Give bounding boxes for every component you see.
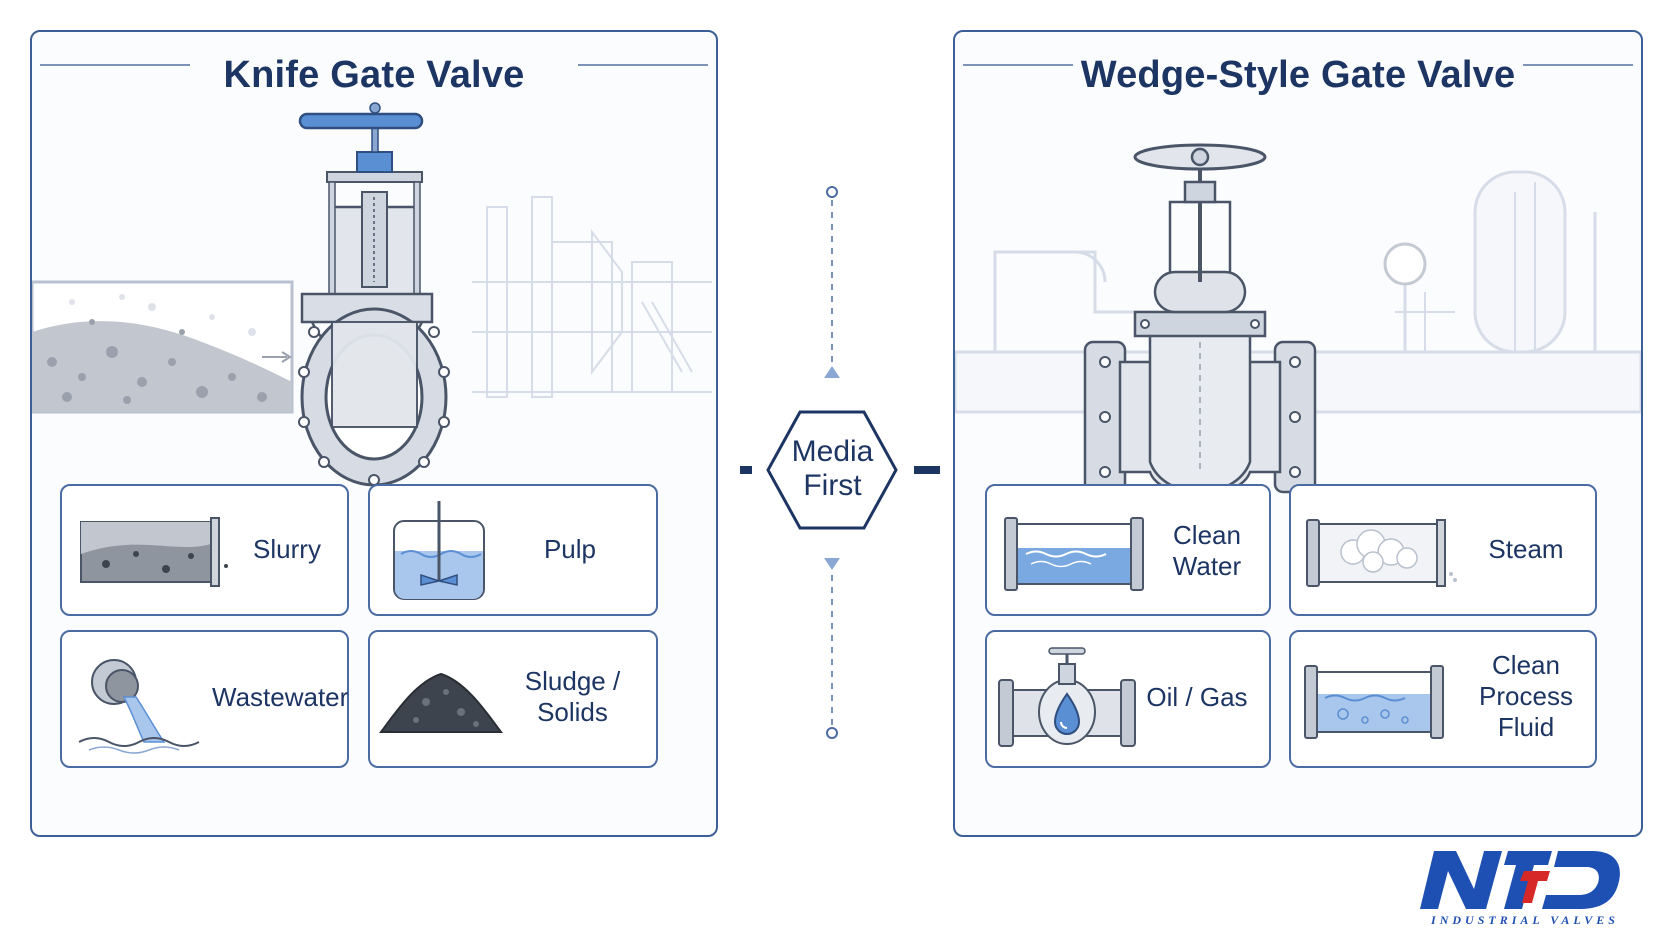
sludge-pile-icon [379, 672, 503, 733]
media-card-slurry: Slurry [60, 484, 349, 616]
media-label: Wastewater [212, 682, 349, 712]
media-card-wastewater: Wastewater [60, 630, 349, 768]
knife-gate-valve-illustration [32, 102, 712, 487]
wastewater-pipe-icon [78, 659, 200, 754]
title-rule-right [578, 64, 708, 66]
media-card-steam: Steam [1289, 484, 1597, 616]
ntgd-logo-mark [1420, 851, 1620, 909]
wedge-gate-valve-illustration [955, 143, 1641, 496]
media-label: Clean Process Fluid [1479, 650, 1573, 742]
panel-title: Wedge-Style Gate Valve [1080, 54, 1516, 96]
slurry-pipe-icon [80, 517, 228, 587]
media-card-pulp: Pulp [368, 484, 658, 616]
process-fluid-pipe-icon [1304, 665, 1444, 739]
media-label: Oil / Gas [1146, 682, 1248, 712]
pulp-tank-icon [393, 501, 485, 600]
media-card-oil-gas: Oil / Gas [985, 630, 1271, 768]
media-card-clean-process-fluid: Clean Process Fluid [1289, 630, 1597, 768]
wedge-gate-panel: Wedge-Style Gate Valve [953, 30, 1643, 837]
ntgd-logo: INDUSTRIAL VALVES [1420, 845, 1650, 935]
title-rule-left [40, 64, 190, 66]
media-label: Sludge / Solids [524, 666, 621, 727]
media-label: Pulp [543, 534, 597, 564]
steam-pipe-icon [1306, 519, 1457, 587]
media-card-clean-water: Clean Water [985, 484, 1271, 616]
media-label: Clean Water [1172, 520, 1242, 581]
media-first-label: Media First [791, 435, 874, 502]
clean-water-pipe-icon [1004, 517, 1144, 591]
title-rule-right [1523, 64, 1633, 66]
media-label: Steam [1488, 534, 1564, 564]
logo-tagline: INDUSTRIAL VALVES [1431, 913, 1619, 927]
media-first-connector [740, 186, 940, 739]
knife-gate-panel: Knife Gate Valve [30, 30, 718, 837]
oil-gas-pipe-icon [998, 647, 1136, 747]
title-rule-left [963, 64, 1073, 66]
media-label: Slurry [253, 534, 321, 564]
panel-title: Knife Gate Valve [223, 54, 525, 96]
media-card-sludge-solids: Sludge / Solids [368, 630, 658, 768]
